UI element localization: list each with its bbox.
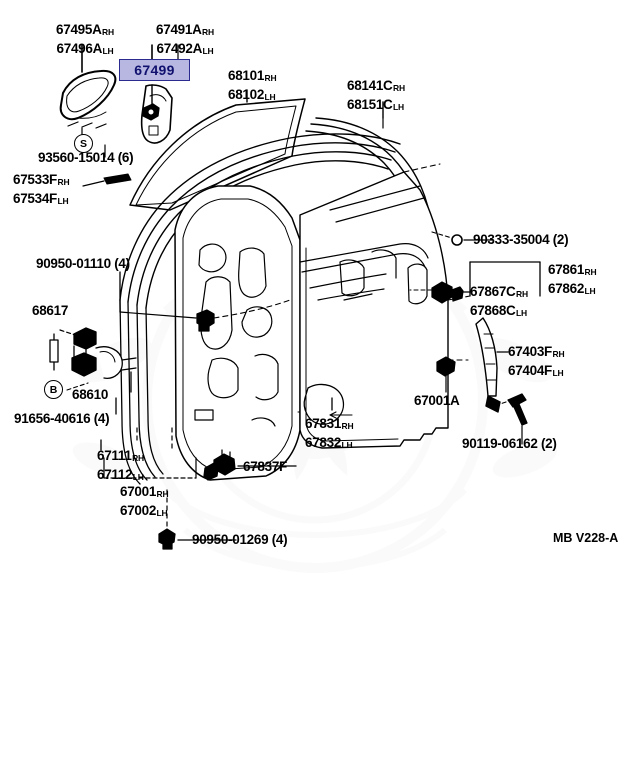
- hand-suffix: RH: [102, 27, 114, 37]
- part-number: 67862: [548, 280, 585, 296]
- clip-90950-01269-part: [158, 528, 176, 550]
- label-67533f: 67533FRH 67534FLH: [13, 172, 70, 209]
- part-number: 67111: [97, 448, 132, 463]
- hand-suffix: RH: [156, 489, 169, 499]
- clip-67837f-part: [203, 449, 236, 481]
- part-number: 67868C: [470, 302, 516, 318]
- hand-suffix: RH: [264, 73, 277, 83]
- hand-suffix: LH: [341, 439, 353, 450]
- part-number: 67492A: [156, 40, 203, 56]
- highlighted-part-67499[interactable]: 67499: [119, 59, 190, 81]
- part-number: 68141C: [347, 78, 393, 93]
- mirror-bracket-part: [140, 84, 173, 144]
- label-67001: 67001RH 67002LH: [120, 484, 169, 521]
- hand-suffix: RH: [132, 453, 144, 463]
- label-90119-06162: 90119-06162 (2): [462, 436, 557, 451]
- label-68141c: 68141CRH 68151CLH: [347, 78, 405, 115]
- label-67491a: 67491ARH 67492ALH: [130, 22, 240, 59]
- part-number: 67831: [305, 416, 342, 431]
- bolt-90333-part: [451, 234, 463, 246]
- label-90950-01110: 90950-01110 (4): [36, 256, 130, 271]
- hand-suffix: LH: [202, 45, 214, 56]
- marker-s-icon: S: [74, 134, 93, 153]
- weatherstrip-rod-part: [82, 173, 132, 187]
- part-number: 67491A: [156, 22, 202, 37]
- part-number: 67495A: [56, 22, 102, 37]
- label-67831: 67831RH 67832LH: [305, 416, 354, 453]
- label-93560-15014: 93560-15014 (6): [38, 150, 134, 165]
- label-68101: 68101RH 68102LH: [228, 68, 277, 105]
- part-number: 67001: [120, 484, 157, 499]
- run-channel-part: [305, 117, 433, 383]
- part-number: 67832: [305, 434, 342, 450]
- hand-suffix: RH: [393, 83, 405, 93]
- clip-90950-01110-part: [196, 309, 215, 332]
- part-number: 67533F: [13, 172, 57, 187]
- part-number: 67534F: [13, 190, 57, 206]
- screw-90119-part: [507, 393, 528, 426]
- label-67403f: 67403FRH 67404FLH: [508, 344, 565, 381]
- weatherstrip-67403f-part: [475, 317, 501, 413]
- label-67001a: 67001A: [414, 393, 460, 408]
- hand-suffix: RH: [202, 27, 214, 37]
- label-67867c: 67867CRH 67868CLH: [470, 284, 528, 321]
- label-67861: 67861RH 67862LH: [548, 262, 597, 299]
- hand-suffix: LH: [57, 195, 69, 206]
- door-hinge-part: [49, 327, 137, 379]
- hand-suffix: RH: [57, 177, 70, 187]
- hand-suffix: LH: [132, 471, 144, 482]
- clip-67867c-part: [431, 281, 464, 304]
- hand-suffix: LH: [516, 307, 527, 318]
- label-90333-35004: 90333-35004 (2): [473, 232, 569, 247]
- hand-suffix: LH: [393, 101, 404, 112]
- outer-mirror-part: [59, 69, 117, 121]
- part-number: 68102: [228, 86, 265, 102]
- hand-suffix: RH: [341, 421, 354, 431]
- label-68617: 68617: [32, 303, 69, 318]
- clip-67001a-part: [436, 356, 456, 377]
- part-number: 67112: [97, 466, 133, 482]
- part-number: 67002: [120, 502, 157, 518]
- label-67495a: 67495ARH 67496ALH: [30, 22, 140, 59]
- part-number: 67861: [548, 262, 585, 277]
- door-glass-part: [129, 98, 306, 211]
- part-number: 67403F: [508, 344, 552, 359]
- label-67837f: 67837F: [243, 459, 287, 474]
- label-67111: 67111RH 67112LH: [97, 448, 144, 485]
- hand-suffix: RH: [584, 267, 597, 277]
- hand-suffix: LH: [102, 45, 114, 56]
- hand-suffix: RH: [516, 289, 528, 299]
- marker-b-icon: B: [44, 380, 63, 399]
- label-68610: 68610: [72, 387, 109, 402]
- part-number: 68151C: [347, 96, 393, 112]
- part-number: 67867C: [470, 284, 516, 299]
- door-frame-part: [119, 133, 401, 309]
- part-number: 67496A: [56, 40, 103, 56]
- label-90950-01269: 90950-01269 (4): [192, 532, 288, 547]
- hand-suffix: RH: [552, 349, 565, 359]
- door-panel-inner-part: [174, 185, 301, 481]
- hand-suffix: LH: [584, 285, 596, 296]
- part-number: 67404F: [508, 362, 552, 378]
- hand-suffix: LH: [552, 367, 564, 378]
- figure-code: MB V228-A: [553, 531, 619, 545]
- hand-suffix: LH: [264, 91, 276, 102]
- hand-suffix: LH: [156, 507, 168, 518]
- part-number: 68101: [228, 68, 265, 83]
- label-91656-40616: 91656-40616 (4): [14, 411, 110, 426]
- clip-67499-part: [142, 103, 160, 121]
